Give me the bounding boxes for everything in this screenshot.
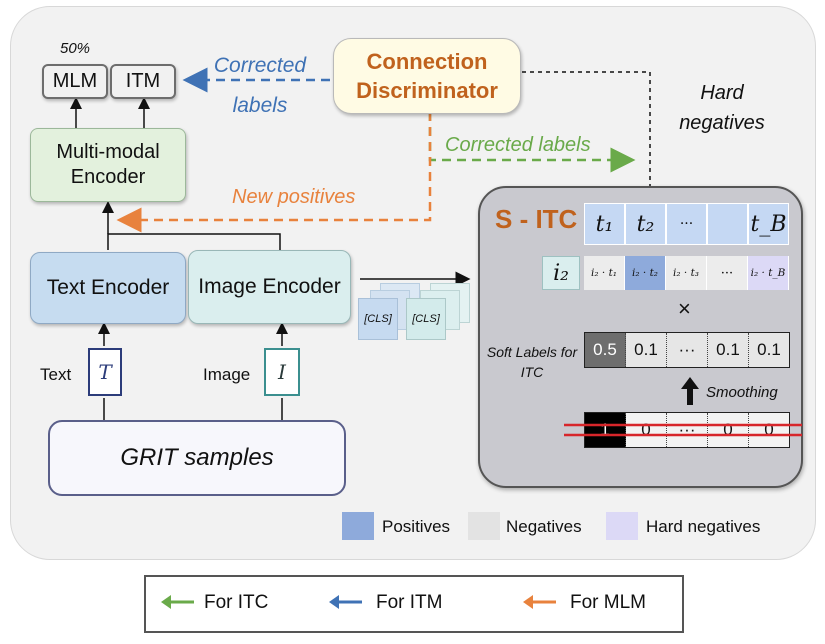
- multimodal-encoder: Multi-modal Encoder: [30, 128, 186, 202]
- text-input-label: Text: [40, 365, 72, 384]
- multiply-symbol: ×: [678, 296, 691, 321]
- smoothing-label: Smoothing: [706, 384, 778, 401]
- smoothing-arrow-icon: [681, 377, 699, 405]
- connection-discriminator: Connection Discriminator: [333, 38, 521, 114]
- hard-label-cell: 0: [626, 413, 667, 447]
- cls-token-image: [CLS]: [406, 298, 446, 340]
- t-cell: t_B: [748, 203, 789, 245]
- new-positives-label: New positives: [232, 186, 356, 208]
- itc-legend-label: For ITC: [204, 592, 269, 613]
- grit-samples: GRIT samples: [48, 420, 346, 496]
- similarity-cell: ···: [707, 256, 748, 290]
- mlm-box: MLM: [42, 64, 108, 99]
- soft-label-row: 0.5 0.1 ··· 0.1 0.1: [584, 332, 790, 368]
- image-encoder: Image Encoder: [188, 250, 351, 324]
- strike-through-lines: [564, 423, 802, 437]
- image-input-label: Image: [203, 365, 251, 384]
- hard-negatives-label: Hard negatives: [679, 82, 765, 134]
- negatives-swatch: [468, 512, 500, 540]
- text-encoder: Text Encoder: [30, 252, 186, 324]
- soft-label-cell: 0.1: [757, 340, 781, 359]
- arrow-new-positives: [116, 112, 432, 233]
- soft-label-cell: ···: [667, 333, 708, 367]
- text-token-row: t₁ t₂ ··· t_B: [584, 203, 789, 245]
- t-cell: ···: [666, 203, 707, 245]
- encoder-join-line: [107, 233, 281, 250]
- hard-label-row: 1 0 ··· 0 0: [584, 412, 790, 448]
- t-cell: t₁: [584, 203, 625, 245]
- similarity-cell: i₂ · t₁: [584, 256, 625, 290]
- arrow-legend: [144, 575, 684, 633]
- positives-legend: Positives: [382, 517, 451, 536]
- hard-negatives-line: [522, 71, 651, 186]
- image-token-cell: i₂: [542, 256, 580, 290]
- itm-arrow-icon: [329, 595, 362, 609]
- sitc-title: S - ITC: [495, 204, 578, 234]
- hard-label-cell: 0: [708, 413, 749, 447]
- mlm-ratio-label: 50%: [60, 40, 91, 57]
- similarity-cell: i₂ · t₂: [625, 256, 666, 290]
- t-cell: [707, 203, 748, 245]
- t-cell: t₂: [625, 203, 666, 245]
- itc-arrow-icon: [161, 595, 194, 609]
- similarity-cell: i₂ · t₃: [666, 256, 707, 290]
- soft-label-cell: 0.1: [708, 333, 749, 367]
- similarity-cell: i₂ · t_B: [748, 256, 789, 290]
- hard-label-cell: 0: [764, 420, 774, 439]
- similarity-row: i₂ · t₁ i₂ · t₂ i₂ · t₃ ··· i₂ · t_B: [584, 256, 789, 290]
- hard-negatives-swatch: [606, 512, 638, 540]
- mlm-arrow-icon: [523, 595, 556, 609]
- soft-label-cell: 0.5: [585, 333, 626, 367]
- mlm-legend-label: For MLM: [570, 592, 646, 613]
- itm-legend-label: For ITM: [376, 592, 443, 613]
- hard-negatives-legend: Hard negatives: [646, 517, 761, 536]
- negatives-legend: Negatives: [506, 517, 582, 536]
- positives-swatch: [342, 512, 374, 540]
- image-input-symbol: I: [264, 348, 300, 396]
- itm-box: ITM: [110, 64, 176, 99]
- hard-label-cell: 1: [585, 413, 626, 447]
- text-input-symbol: T: [88, 348, 122, 396]
- soft-labels-caption: Soft Labels for ITC: [486, 344, 578, 380]
- soft-label-cell: 0.1: [626, 333, 667, 367]
- corrected-labels-green: Corrected labels: [445, 134, 591, 156]
- corrected-labels-blue: Corrected labels: [213, 54, 307, 117]
- cls-token-text: [CLS]: [358, 298, 398, 340]
